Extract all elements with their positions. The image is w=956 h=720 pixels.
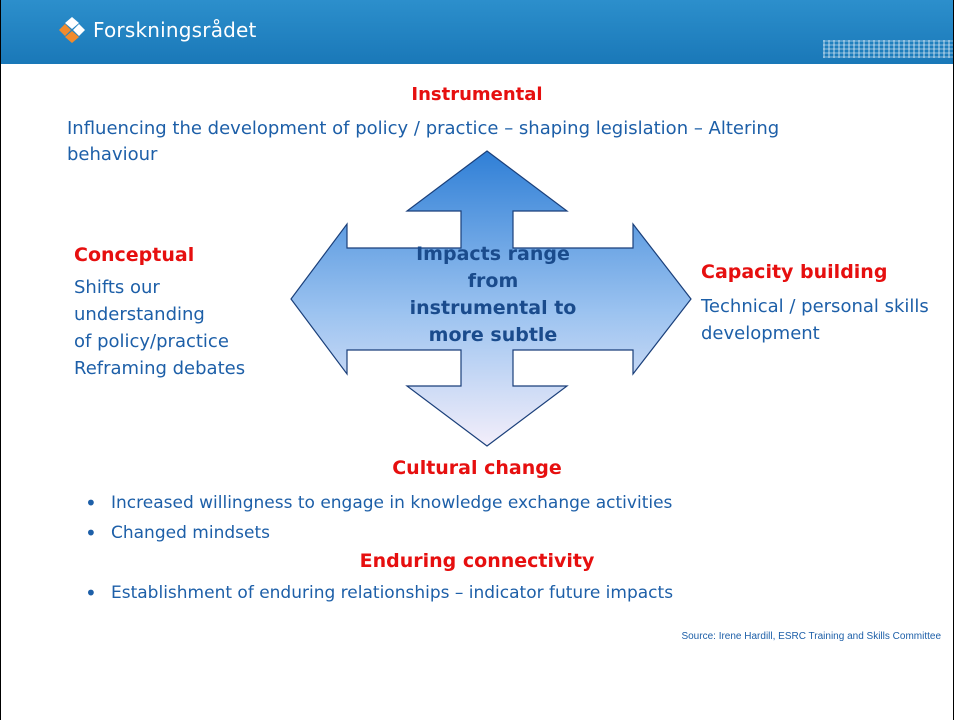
arrow-center-text: Impacts range from instrumental to more … [387, 241, 599, 349]
forskningsradet-logo-icon [59, 17, 85, 43]
capacity-line: development [701, 323, 820, 344]
source-citation: Source: Irene Hardill, ESRC Training and… [681, 631, 941, 642]
capacity-title: Capacity building [701, 261, 888, 283]
conceptual-line: understanding [74, 304, 205, 325]
cultural-change-title: Cultural change [392, 457, 562, 479]
logo-text: Forskningsrådet [93, 18, 257, 42]
logo: Forskningsrådet [57, 16, 257, 44]
capacity-line: Technical / personal skills [701, 296, 929, 317]
conceptual-title: Conceptual [74, 244, 195, 266]
cultural-change-list: Increased willingness to engage in knowl… [85, 488, 672, 548]
conceptual-line: of policy/practice [74, 331, 229, 352]
enduring-connectivity-title: Enduring connectivity [359, 550, 595, 572]
enduring-connectivity-list: Establishment of enduring relationships … [85, 578, 673, 608]
list-item: Changed mindsets [85, 518, 672, 548]
center-line: more subtle [428, 324, 558, 346]
center-line: Impacts range [416, 243, 570, 265]
capacity-description: Technical / personal skills development [701, 293, 956, 347]
conceptual-line: Shifts our [74, 277, 160, 298]
list-item: Increased willingness to engage in knowl… [85, 488, 672, 518]
conceptual-line: Reframing debates [74, 358, 246, 379]
banner-pattern [823, 40, 953, 58]
header-banner: Forskningsrådet [1, 0, 953, 64]
instrumental-description: Influencing the development of policy / … [67, 118, 780, 165]
center-line: instrumental to [409, 297, 577, 319]
conceptual-description: Shifts our understanding of policy/pract… [74, 274, 294, 382]
instrumental-title: Instrumental [411, 84, 543, 105]
center-line: from [467, 270, 519, 292]
list-item: Establishment of enduring relationships … [85, 578, 673, 608]
